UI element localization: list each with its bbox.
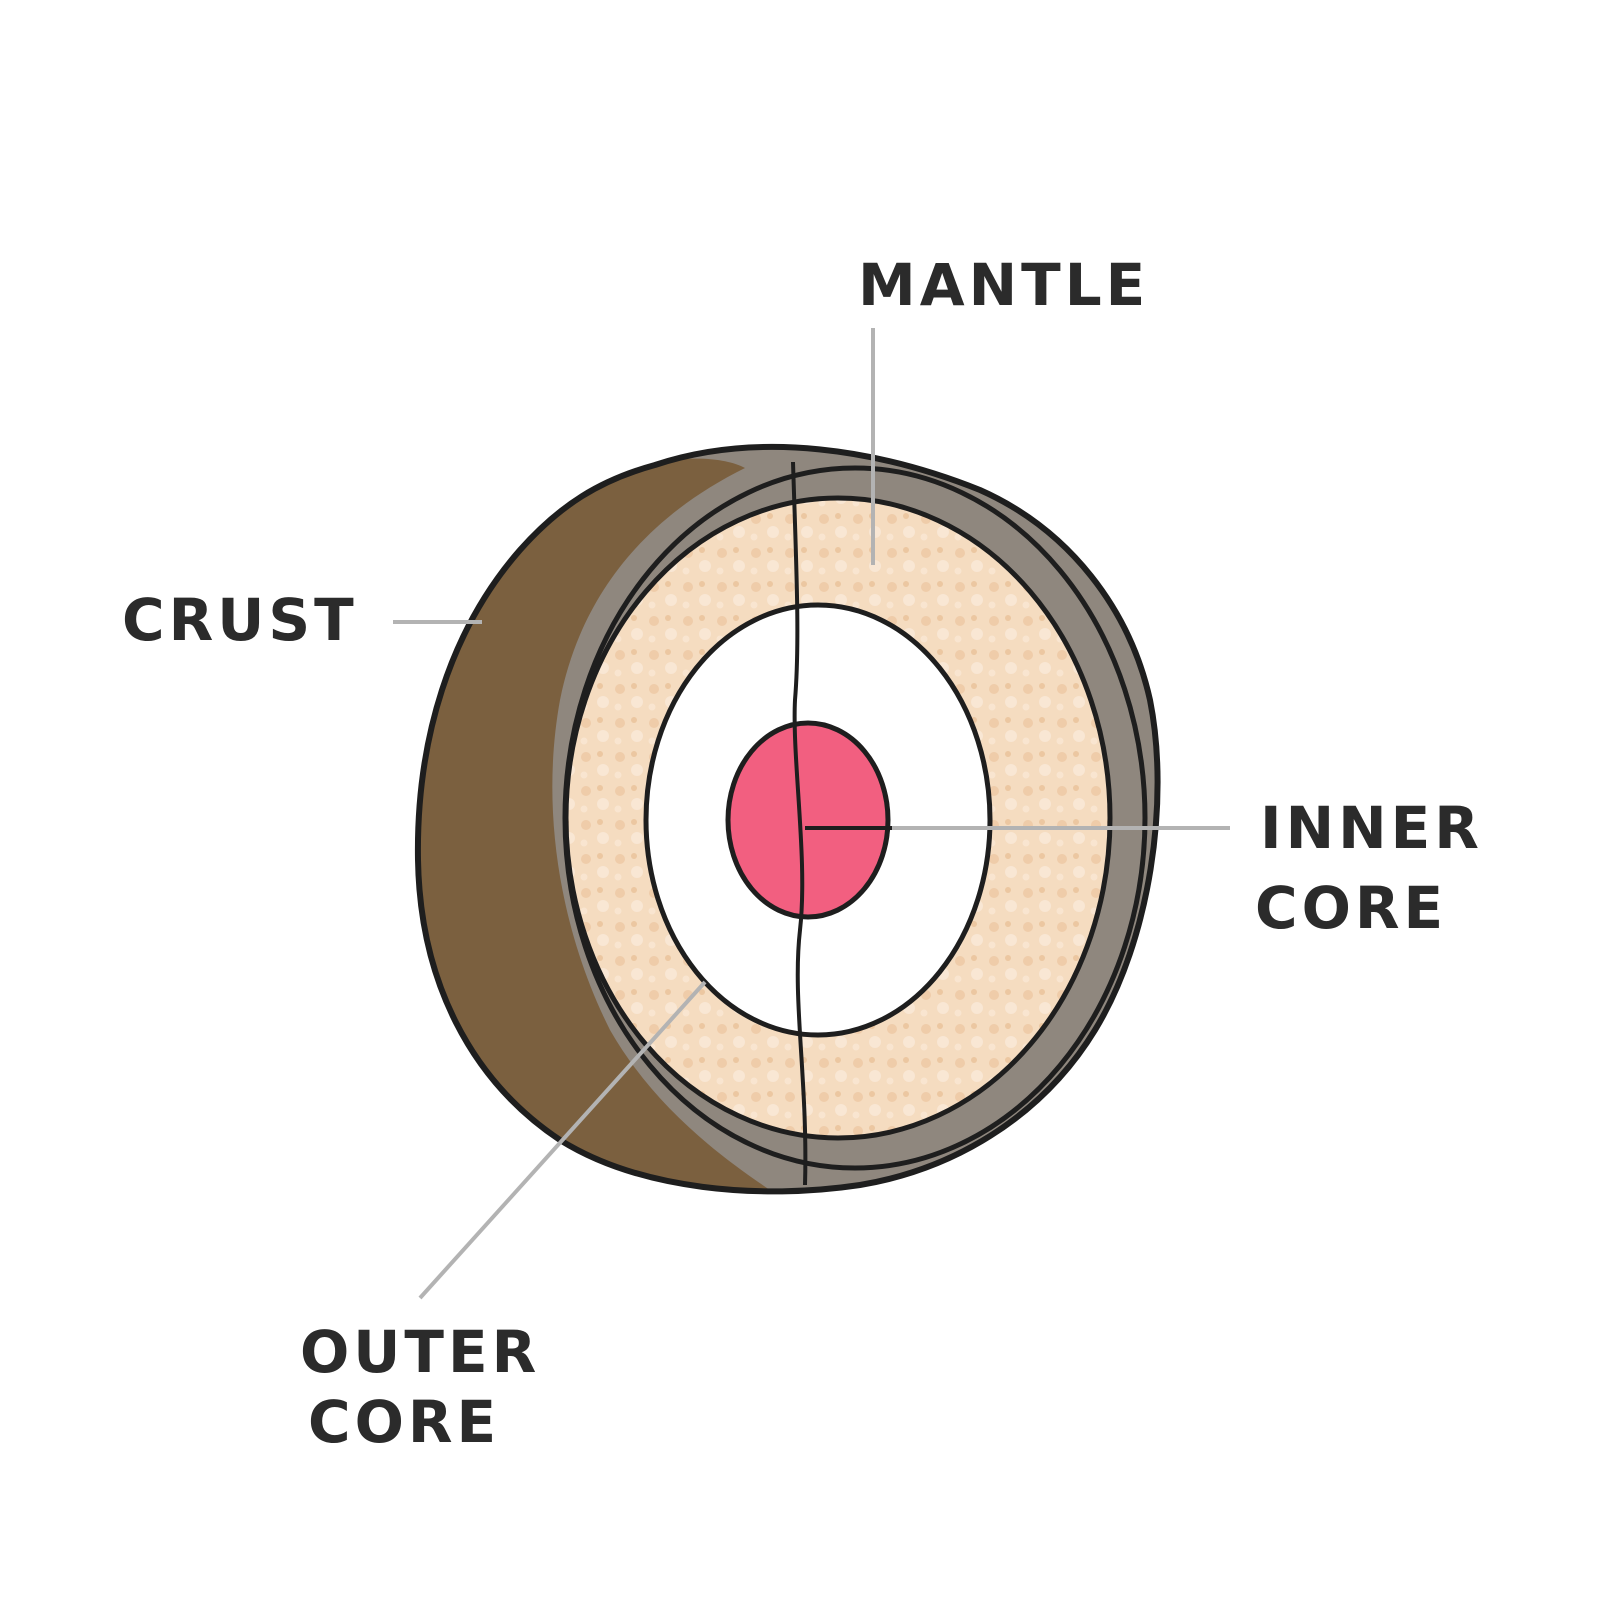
- inner-core-label-line1: INNER: [1260, 794, 1483, 862]
- crust-dark-side: [417, 458, 770, 1191]
- crust-outline: [414, 443, 1161, 1195]
- cross-section-cut-line: [791, 461, 808, 1186]
- crust-label: CRUST: [122, 586, 358, 654]
- outer-core-label-line1: OUTER: [300, 1318, 540, 1386]
- inner-core-layer: [725, 720, 891, 920]
- inner-core-label-line2: CORE: [1255, 874, 1447, 942]
- outer-core-label-line2: CORE: [308, 1388, 500, 1456]
- mantle-label: MANTLE: [858, 251, 1149, 319]
- outer-core-leader-line: [418, 980, 707, 1300]
